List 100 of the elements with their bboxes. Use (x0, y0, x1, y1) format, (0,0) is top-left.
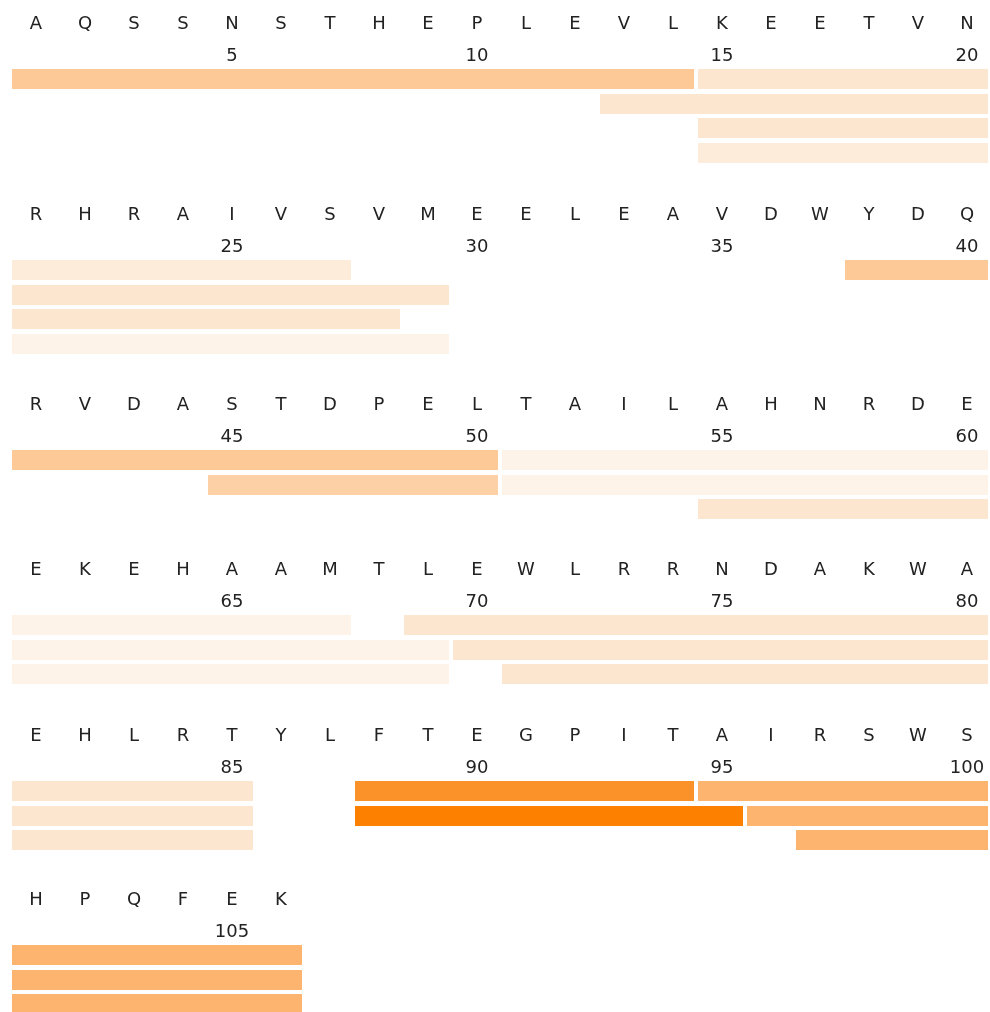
peptide-bar (404, 615, 988, 635)
residue-letter: E (470, 203, 484, 225)
residue-letter: W (516, 558, 536, 580)
residue-letter: P (78, 888, 92, 910)
peptide-bar (12, 830, 253, 850)
residue-letter: T (862, 12, 876, 34)
residue-letter: A (959, 558, 975, 580)
position-number: 80 (954, 590, 980, 612)
peptide-bar (12, 805, 253, 826)
residue-letter: P (568, 724, 582, 746)
residue-letter: R (126, 203, 142, 225)
residue-letter: A (273, 558, 289, 580)
residue-letter: Q (958, 203, 976, 225)
residue-letter: M (419, 203, 437, 225)
residue-letter: D (763, 203, 779, 225)
position-number: 5 (225, 44, 239, 66)
residue-letter: T (323, 12, 337, 34)
residue-letter: E (421, 12, 435, 34)
residue-letter: A (28, 12, 44, 34)
residue-letter: F (372, 724, 386, 746)
residue-letter: A (714, 393, 730, 415)
residue-letter: H (763, 393, 779, 415)
residue-letter: E (470, 558, 484, 580)
residue-letter: I (620, 724, 628, 746)
residue-letter: V (273, 203, 289, 225)
peptide-bar (12, 309, 400, 329)
peptide-bar (12, 969, 302, 990)
residue-letter: S (274, 12, 288, 34)
residue-letter: K (715, 12, 729, 34)
residue-letter: R (28, 203, 44, 225)
residue-letter: D (910, 393, 926, 415)
residue-letter: T (274, 393, 288, 415)
position-number: 15 (709, 44, 735, 66)
residue-letter: P (470, 12, 484, 34)
residue-letter: E (470, 724, 484, 746)
position-number: 30 (464, 235, 490, 257)
residue-letter: A (175, 393, 191, 415)
residue-letter: S (176, 12, 190, 34)
residue-letter: R (665, 558, 681, 580)
peptide-bar (698, 781, 988, 801)
position-number: 35 (709, 235, 735, 257)
position-number: 55 (709, 425, 735, 447)
peptide-bar (502, 664, 988, 684)
residue-letter: V (910, 12, 926, 34)
position-number: 95 (709, 756, 735, 778)
residue-letter: N (959, 12, 975, 34)
residue-letter: S (862, 724, 876, 746)
residue-letter: W (908, 558, 928, 580)
peptide-bar (12, 994, 302, 1012)
residue-letter: A (714, 724, 730, 746)
residue-letter: E (764, 12, 778, 34)
peptide-bar (698, 118, 988, 138)
residue-letter: R (616, 558, 632, 580)
residue-letter: A (812, 558, 828, 580)
residue-letter: T (666, 724, 680, 746)
peptide-bar (355, 805, 743, 826)
peptide-bar (747, 805, 988, 826)
residue-letter: R (175, 724, 191, 746)
residue-letter: A (567, 393, 583, 415)
residue-letter: T (421, 724, 435, 746)
residue-letter: S (323, 203, 337, 225)
residue-letter: P (372, 393, 386, 415)
residue-letter: E (960, 393, 974, 415)
residue-letter: E (617, 203, 631, 225)
position-number: 10 (464, 44, 490, 66)
peptide-bar (12, 260, 351, 280)
residue-letter: D (763, 558, 779, 580)
position-number: 70 (464, 590, 490, 612)
residue-letter: A (175, 203, 191, 225)
peptide-bar (12, 69, 694, 89)
residue-letter: L (128, 724, 140, 746)
peptide-bar (698, 69, 988, 89)
residue-letter: M (321, 558, 339, 580)
position-number: 50 (464, 425, 490, 447)
peptide-bar (698, 142, 988, 163)
residue-letter: T (519, 393, 533, 415)
residue-letter: D (910, 203, 926, 225)
residue-letter: H (175, 558, 191, 580)
residue-letter: R (812, 724, 828, 746)
peptide-bar (453, 639, 988, 660)
residue-letter: H (28, 888, 44, 910)
residue-letter: F (176, 888, 190, 910)
residue-letter: T (225, 724, 239, 746)
peptide-bar (12, 450, 498, 470)
residue-letter: L (471, 393, 483, 415)
residue-letter: E (519, 203, 533, 225)
residue-letter: H (371, 12, 387, 34)
residue-letter: E (421, 393, 435, 415)
position-number: 40 (954, 235, 980, 257)
residue-letter: R (861, 393, 877, 415)
position-number: 65 (219, 590, 245, 612)
residue-letter: Y (862, 203, 876, 225)
residue-letter: A (224, 558, 240, 580)
residue-letter: N (714, 558, 730, 580)
residue-letter: S (225, 393, 239, 415)
residue-letter: V (714, 203, 730, 225)
peptide-bar (355, 781, 694, 801)
residue-letter: S (127, 12, 141, 34)
residue-letter: N (812, 393, 828, 415)
residue-letter: L (667, 393, 679, 415)
